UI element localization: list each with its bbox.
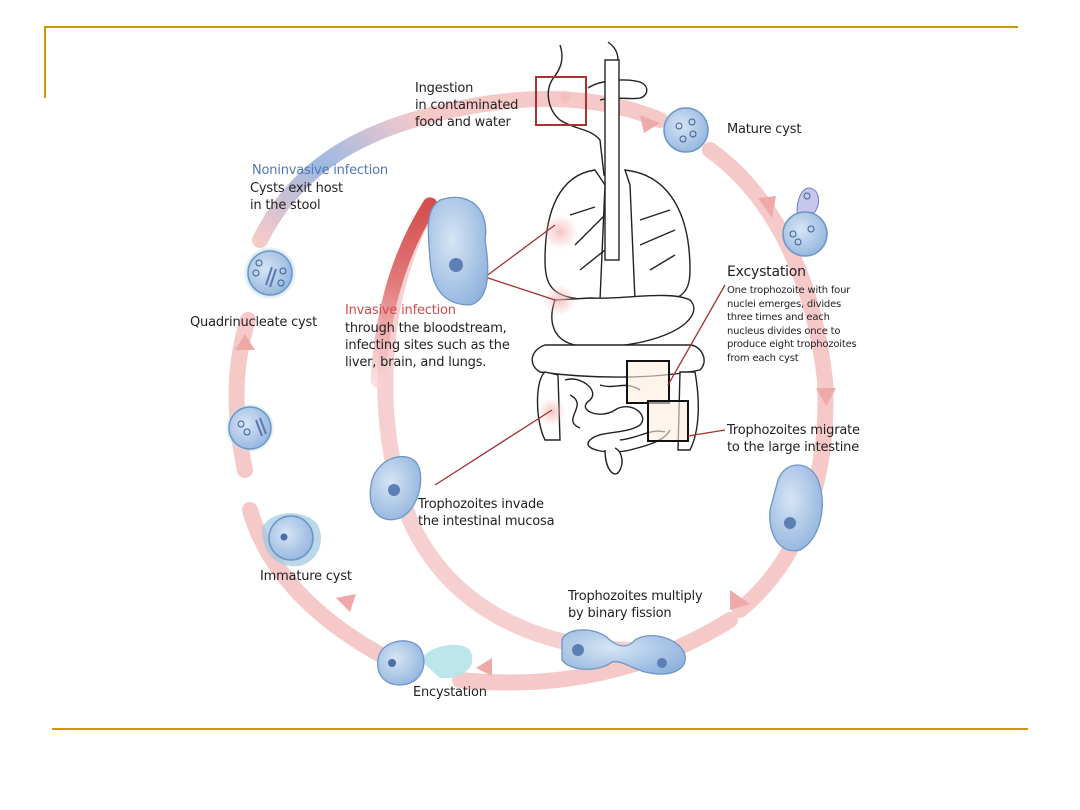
transverse-colon (531, 344, 705, 378)
cycle-ring (228, 91, 834, 691)
quadrinucleate-cyst-cell (244, 247, 296, 299)
encysting-trophozoite (377, 640, 473, 686)
encystation-label: Encystation (413, 685, 487, 700)
trachea-esophagus (604, 59, 620, 261)
immature-cyst-cell (262, 513, 321, 567)
slide-frame-top-rule (44, 26, 1018, 28)
right-lung (623, 169, 691, 302)
quadrinucleate-cyst-label: Quadrinucleate cyst (190, 315, 317, 330)
invasive-infection-body: through the bloodstream, infecting sites… (345, 321, 510, 370)
cycle-arrowheads (235, 115, 836, 676)
trophozoites-migrate-label: Trophozoites migrate to the large intest… (727, 423, 860, 455)
slide-footer-rule (52, 728, 1028, 730)
callout-line-lung (484, 224, 556, 278)
mature-cyst-label: Mature cyst (727, 122, 802, 137)
binary-fission-label: Trophozoites multiply by binary fission (568, 589, 703, 621)
arrowhead-icon (758, 196, 776, 218)
binucleate-cyst-cell (226, 404, 274, 452)
callout-line-mucosa (434, 409, 553, 486)
arrowhead-icon (235, 334, 255, 350)
arrowhead-icon (476, 658, 492, 676)
excystation-title: Excystation (727, 264, 806, 280)
excystation-description: One trophozoite with four nuclei emerges… (727, 285, 857, 364)
excysting-cyst (782, 187, 828, 257)
infection-highlights (538, 89, 578, 426)
large-intestine-callout-box (647, 400, 689, 442)
mouth-callout-box (535, 76, 587, 126)
head-outline (547, 41, 619, 176)
noninvasive-infection-body: Cysts exit host in the stool (250, 181, 343, 213)
noninvasive-arrow (252, 110, 428, 248)
cycle-arrow-to-immature (242, 502, 408, 673)
mucosa-trophozoite (369, 456, 422, 521)
bronchi (569, 206, 676, 271)
invasive-bloodstream-arrow (370, 197, 438, 388)
arrowhead-icon (816, 388, 836, 406)
cycle-arrow-to-encystation (452, 612, 738, 691)
callout-line-excystation (667, 284, 726, 386)
immature-cyst-label: Immature cyst (260, 569, 352, 584)
ingestion-label: Ingestion in contaminated food and water (415, 81, 519, 130)
callout-line-liver (484, 276, 556, 301)
callout-lines (434, 224, 726, 486)
cycle-arrow-ingestion-to-cyst (412, 91, 668, 128)
dividing-trophozoite (561, 629, 686, 675)
arrowhead-icon (336, 594, 356, 612)
rectum (604, 447, 623, 475)
arrowhead-icon (640, 115, 660, 133)
liver-stomach (551, 294, 695, 348)
callout-line-migrate (687, 429, 726, 437)
noninvasive-infection-title: Noninvasive infection (252, 163, 388, 178)
arrowhead-icon (730, 590, 750, 610)
mature-cyst (663, 107, 709, 153)
trophozoites-invade-label: Trophozoites invade the intestinal mucos… (418, 497, 555, 529)
slide-frame-left-rule (44, 26, 46, 98)
invasive-infection-title: Invasive infection (345, 303, 456, 318)
migrating-trophozoite (769, 464, 823, 552)
invasive-trophozoite (427, 196, 489, 306)
small-intestine-callout-box (626, 360, 670, 404)
small-intestine (564, 378, 671, 453)
